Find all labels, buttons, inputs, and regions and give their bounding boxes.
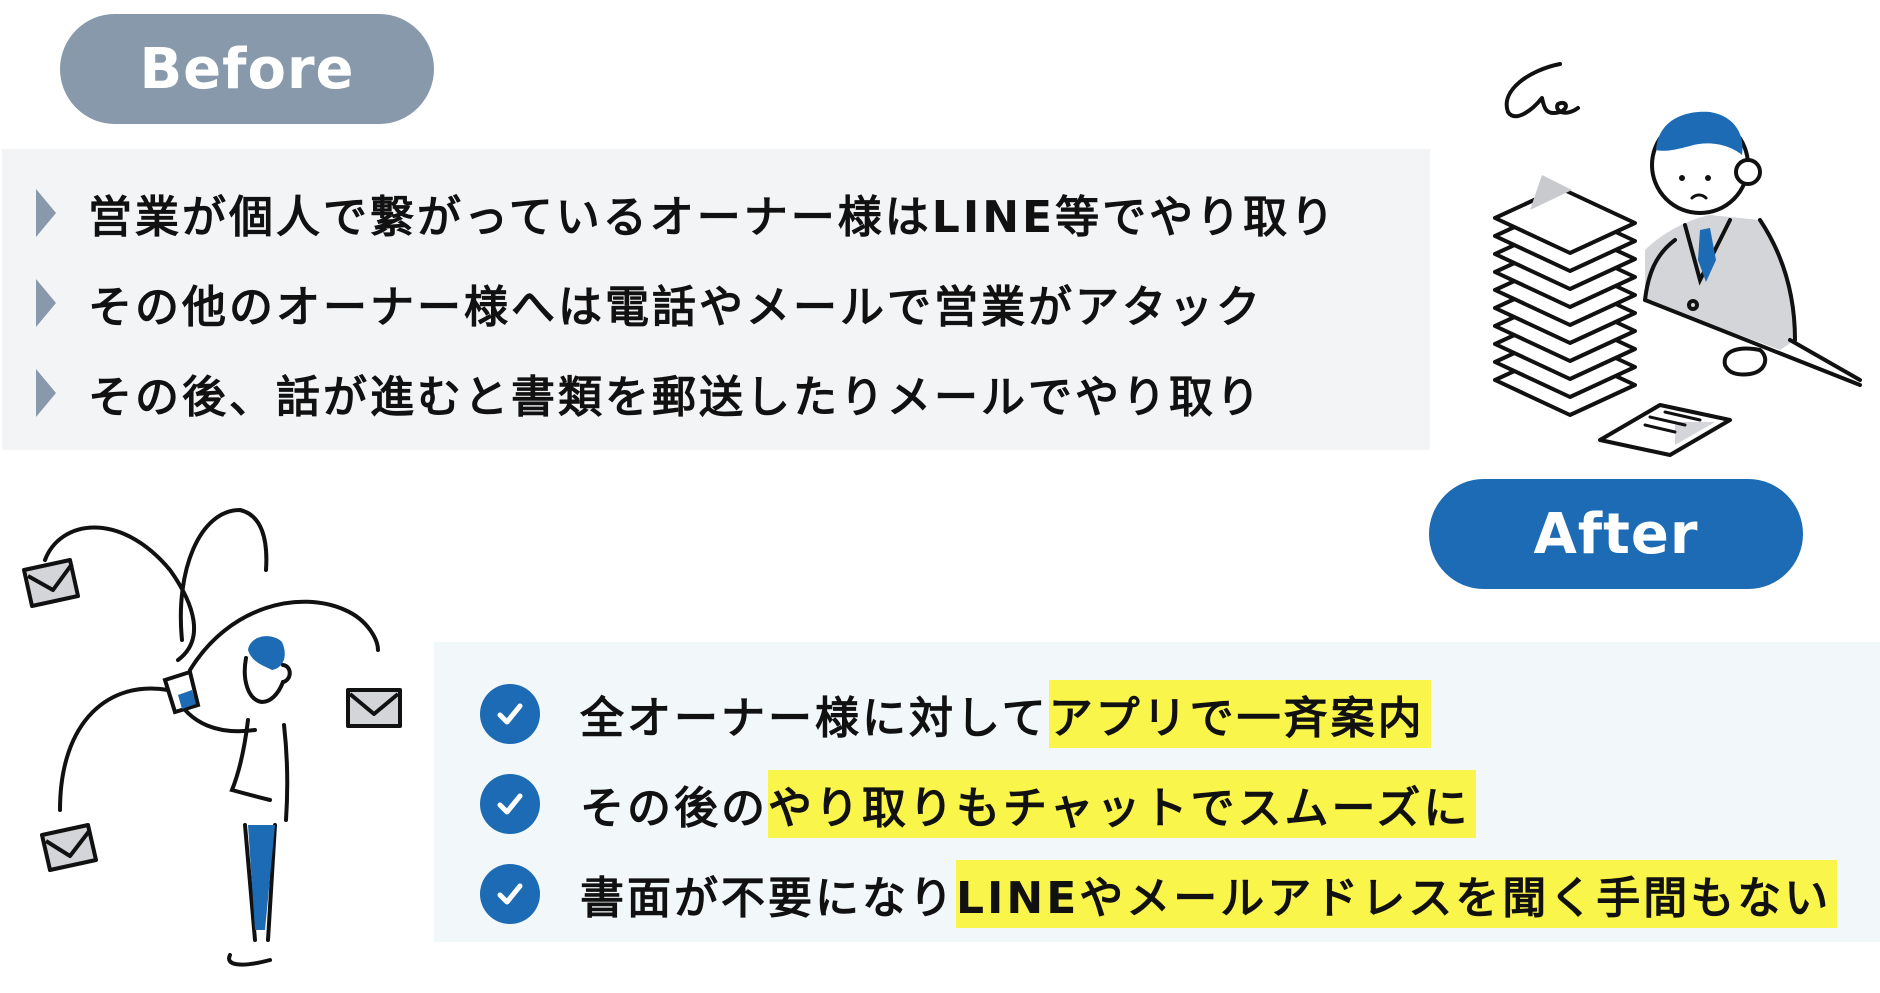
after-item-plain: その後の <box>580 783 768 834</box>
before-list-box: 営業が個人で繋がっているオーナー様はLINE等でやり取り その他のオーナー様へは… <box>2 149 1430 450</box>
before-label: Before <box>139 36 355 102</box>
after-item-highlight: やり取りもチャットでスムーズに <box>768 770 1477 838</box>
after-list-item: 全オーナー様に対してアプリで一斉案内 <box>480 680 1431 748</box>
check-circle-icon <box>480 684 540 744</box>
before-item-text: 営業が個人で繋がっているオーナー様はLINE等でやり取り <box>88 192 1338 243</box>
after-item-highlight: アプリで一斉案内 <box>1048 680 1431 748</box>
person-sending-emails-illustration <box>22 507 402 967</box>
stressed-businessman-illustration <box>1493 62 1862 457</box>
after-item-highlight: LINEやメールアドレスを聞く手間もない <box>956 860 1838 928</box>
before-item-text: その後、話が進むと書類を郵送したりメールでやり取り <box>88 372 1263 423</box>
before-item-text: その他のオーナー様へは電話やメールで営業がアタック <box>88 282 1263 333</box>
after-label-pill: After <box>1429 479 1803 589</box>
before-list-item: その後、話が進むと書類を郵送したりメールでやり取り <box>36 361 1263 425</box>
before-list-item: 営業が個人で繋がっているオーナー様はLINE等でやり取り <box>36 181 1337 245</box>
triangle-right-icon <box>36 279 56 327</box>
after-list-item: その後のやり取りもチャットでスムーズに <box>480 770 1477 838</box>
after-item-plain: 全オーナー様に対して <box>580 693 1049 744</box>
check-circle-icon <box>480 864 540 924</box>
after-item-plain: 書面が不要になり <box>580 873 956 924</box>
after-list-box: 全オーナー様に対してアプリで一斉案内 その後のやり取りもチャットでスムーズに 書… <box>434 642 1880 942</box>
before-label-pill: Before <box>60 14 434 124</box>
before-list-item: その他のオーナー様へは電話やメールで営業がアタック <box>36 271 1263 335</box>
triangle-right-icon <box>36 189 56 237</box>
triangle-right-icon <box>36 369 56 417</box>
check-circle-icon <box>480 774 540 834</box>
after-label: After <box>1533 501 1699 567</box>
